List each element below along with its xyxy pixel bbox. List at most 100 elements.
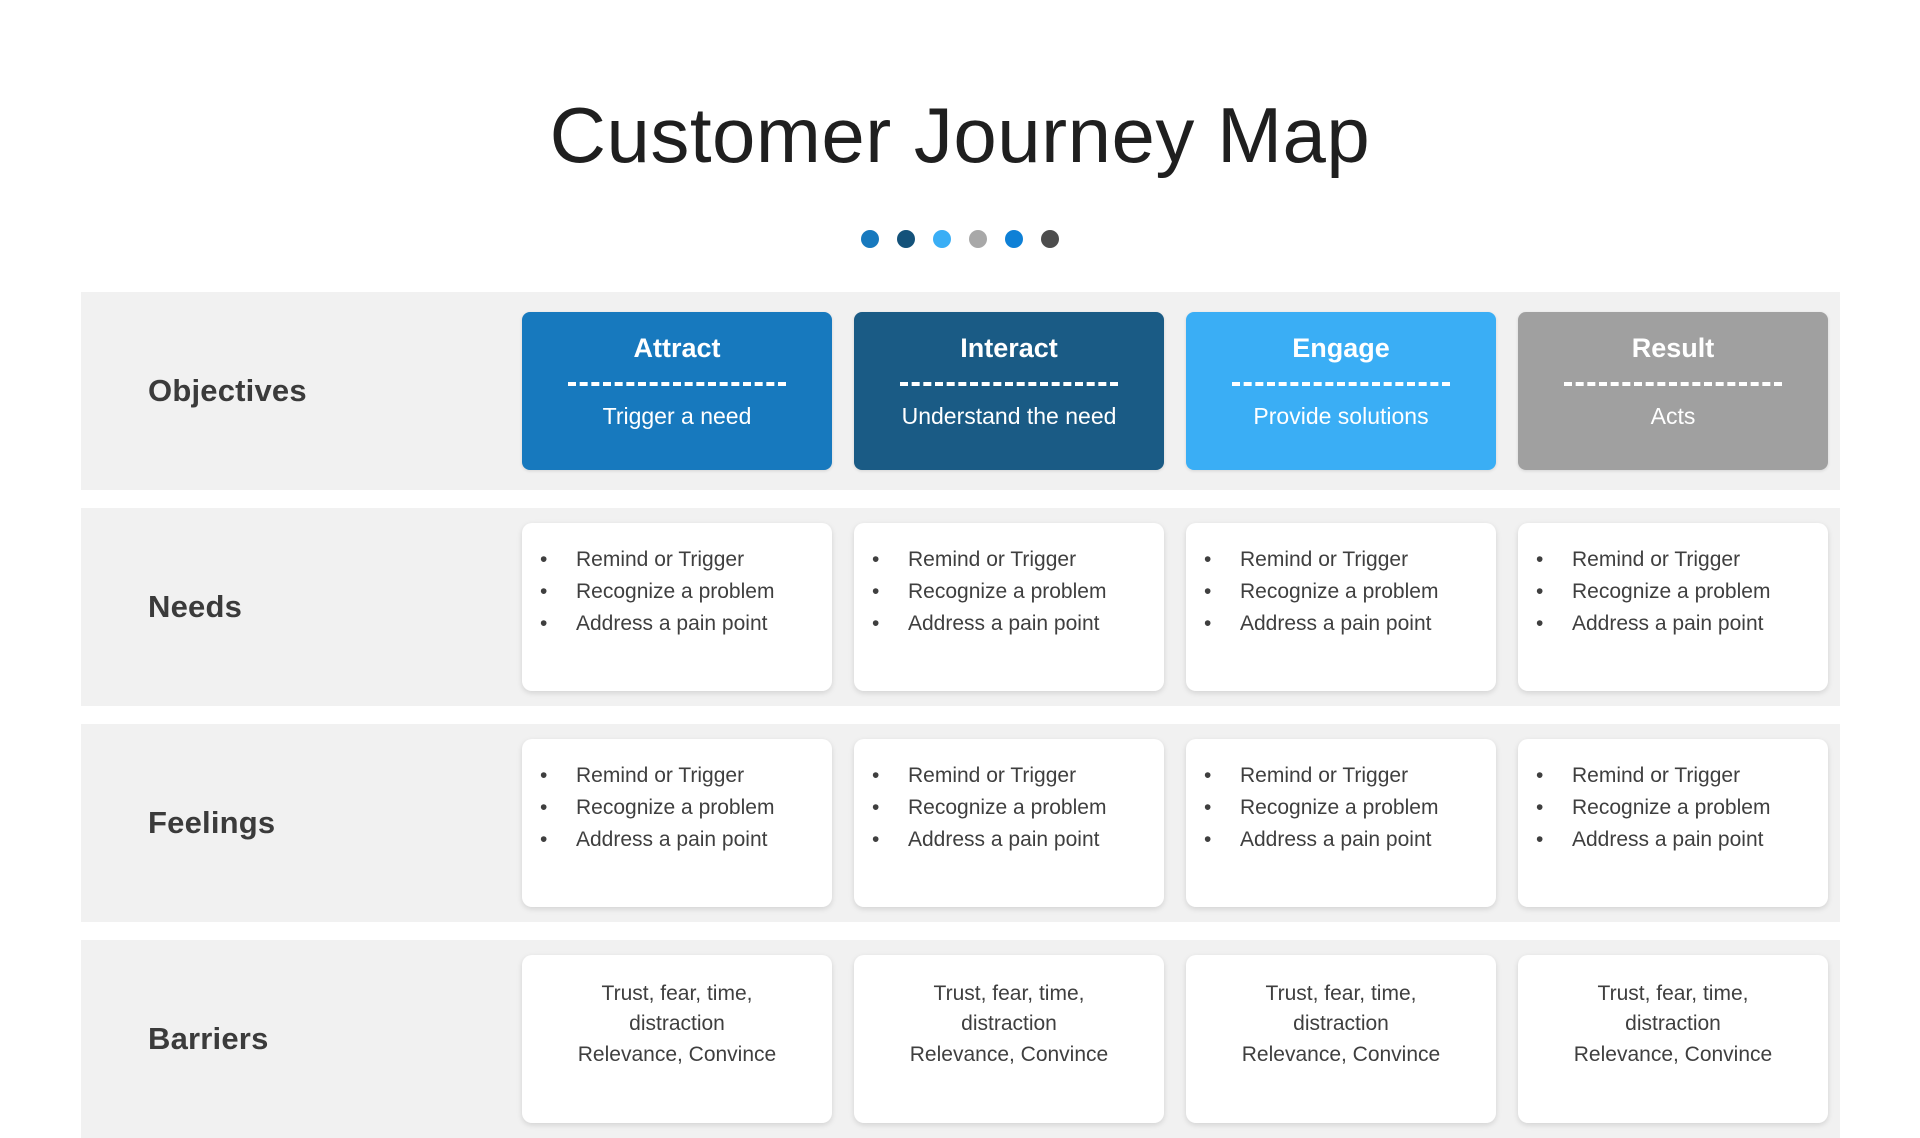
feelings-card[interactable]: • Remind or Trigger • Recognize a problem • A… [1518,739,1828,907]
objective-subtitle-engage: Provide solutions [1253,402,1429,429]
list-item: •Address a pain point [868,825,1150,855]
bullet-point-icon: • [1536,827,1544,851]
bullet-point-icon: • [1536,764,1544,787]
row-divider [81,706,1840,724]
needs-card[interactable]: •Remind or Trigger•Recognize a problem•A… [1518,523,1828,691]
dashed-divider [568,381,786,386]
list-item-label: Recognize a problem [1572,579,1771,603]
list-item-label: Remind or Trigger [1572,764,1741,787]
progress-dot-5[interactable] [1005,230,1023,248]
objective-subtitle-interact: Understand the need [901,402,1117,429]
row-label-barriers: Barriers [148,1021,269,1056]
progress-dot-6[interactable] [1041,230,1059,248]
feelings-card[interactable]: •Remind or Trigger•Recognize a problem•A… [1186,739,1496,907]
list-item-label: Remind or Trigger [1240,764,1409,787]
progress-dot-1[interactable] [861,230,879,248]
dashed-divider [1564,381,1782,386]
bullet-list: •Remind or Trigger•Recognize a problem•A… [1200,761,1482,854]
title-block: Customer Journey Map [0,96,1920,174]
barriers-text-line: Trust, fear, time, [1597,982,1749,1005]
needs-card[interactable]: •Remind or Trigger•Recognize a problem•A… [1186,523,1496,691]
list-item-label: Remind or Trigger [1572,548,1741,571]
objective-subtitle-result: Acts [1650,402,1696,429]
page-title: Customer Journey Map [549,91,1371,179]
list-item-label: Address a pain point [1572,827,1764,851]
list-item-label: Recognize a problem [1240,795,1439,819]
list-item: •Recognize a problem [536,793,818,823]
bullet-point-icon: • [1536,795,1544,819]
bullet-point-icon: • [872,611,880,635]
list-item-label: Remind or Trigger [576,548,745,571]
list-item: •Recognize a problem [868,793,1150,823]
list-item: •Address a pain point [868,609,1150,639]
list-item: •Remind or Trigger [868,761,1150,791]
list-item: •Address a pain point [536,609,818,639]
objective-title-result: Result [1631,333,1715,363]
list-item-label: Recognize a problem [1572,795,1771,819]
barriers-text-line: Relevance, Convince [909,1042,1109,1066]
barriers-text-line: distraction [1293,1012,1389,1036]
needs-card[interactable]: •Remind or Trigger•Recognize a problem•A… [522,523,832,691]
bullet-list: •Remind or Trigger•Recognize a problem•A… [536,761,818,854]
objective-title-attract: Attract [633,333,721,363]
bullet-point-icon: • [872,548,880,571]
bullet-point-icon: • [1204,611,1212,635]
list-item-label: Recognize a problem [576,795,775,819]
bullet-list: •Remind or Trigger•Recognize a problem•A… [868,761,1150,854]
list-item-label: Remind or Trigger [1240,548,1409,571]
row-divider [81,922,1840,940]
barriers-text-line: distraction [1625,1012,1721,1036]
bullet-point-icon: • [540,579,548,603]
list-item-label: Address a pain point [1240,827,1432,851]
barriers-text-line: Relevance, Convince [1573,1042,1773,1066]
barriers-text-line: Trust, fear, time, [1265,982,1417,1005]
bullet-point-icon: • [540,548,548,571]
objective-subtitle-attract: Trigger a need [602,402,752,429]
objective-title-engage: Engage [1292,333,1390,363]
list-item: • Remind or Trigger [1200,761,1482,791]
list-item-label: Address a pain point [576,611,768,635]
row-label-cell-needs: Needs [81,508,522,706]
progress-dot-2[interactable] [897,230,915,248]
row-label-feelings: Feelings [148,805,276,840]
barriers-text-line: Relevance, Convince [1241,1042,1441,1066]
progress-dot-4[interactable] [969,230,987,248]
feelings-card[interactable]: •Remind or Trigger•Recognize a problem•A… [854,739,1164,907]
list-item: •Remind or Trigger [1200,545,1482,575]
progress-dot-3[interactable] [933,230,951,248]
bullet-point-icon: • [872,764,880,787]
list-item: • Recognize a problem [1532,577,1814,607]
bullet-point-icon: • [540,764,548,787]
list-item: • Address a pain point [1532,825,1814,855]
list-item: •Remind or Trigger [868,545,1150,575]
needs-card-strip: •Remind or Trigger•Recognize a problem•A… [522,508,1856,706]
bullet-point-icon: • [1204,764,1212,787]
feelings-card-strip: •Remind or Trigger•Recognize a problem•A… [522,724,1856,922]
journey-row-needs: Needs •Remind or Trigger•Recognize a pro… [81,508,1840,706]
row-label-cell-feelings: Feelings [81,724,522,922]
list-item: • Remind or Trigger [1532,761,1814,791]
list-item: •Remind or Trigger [1532,545,1814,575]
needs-card[interactable]: •Remind or Trigger•Recognize a problem•A… [854,523,1164,691]
list-item: • Remind or Trigger [536,545,818,575]
bullet-point-icon: • [1536,579,1544,603]
bullet-list: •Remind or Trigger•Recognize a problem•A… [868,545,1150,638]
dot-indicator-group [0,230,1920,248]
bullet-point-icon: • [540,827,548,851]
bullet-point-icon: • [872,795,880,819]
barriers-text-line: Relevance, Convince [577,1042,777,1066]
dashed-divider [900,381,1118,386]
row-label-needs: Needs [148,589,243,624]
list-item-label: Address a pain point [908,827,1100,851]
feelings-card[interactable]: •Remind or Trigger•Recognize a problem•A… [522,739,832,907]
